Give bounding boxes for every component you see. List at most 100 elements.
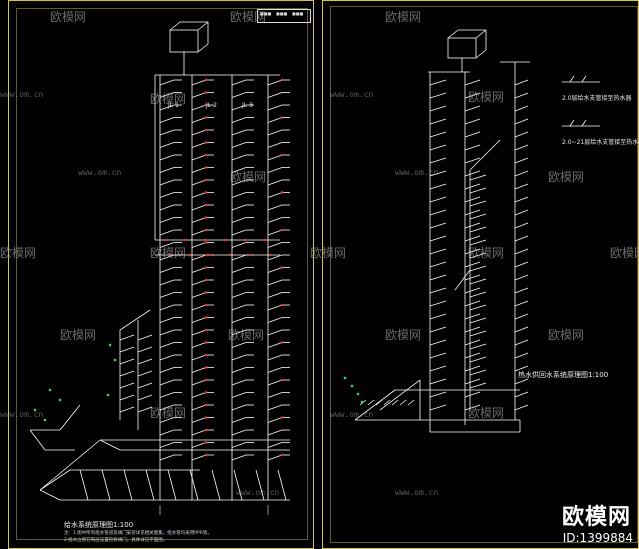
pipe-segment <box>267 167 283 173</box>
pipe-segment <box>429 404 447 411</box>
pipe-segment <box>191 279 207 286</box>
pipe-segment <box>159 179 175 186</box>
pipe-segment <box>514 92 529 99</box>
pipe-segment <box>429 222 447 229</box>
pipe-segment <box>399 399 407 406</box>
pipe-segment <box>469 330 487 337</box>
pipe-segment <box>267 392 283 398</box>
valve-mark <box>204 128 208 132</box>
pipe-segment <box>267 379 283 386</box>
pipe-segment <box>123 469 133 501</box>
pipe-segment <box>267 442 283 448</box>
pipe-segment <box>267 129 283 136</box>
pipe-segment <box>119 309 151 331</box>
pipe-segment <box>514 196 529 203</box>
watermark-brand: 欧模网 <box>385 328 422 342</box>
pipe-segment <box>267 292 283 298</box>
pipe-segment <box>464 79 481 86</box>
pipe-segment <box>514 378 529 385</box>
pipe-segment <box>514 222 529 229</box>
pipe-segment <box>191 304 207 311</box>
watermark-brand: 欧模网 <box>50 10 87 24</box>
left-sheet-inner-border <box>16 8 308 540</box>
pipe-segment <box>464 352 481 359</box>
pipe-segment <box>159 279 175 286</box>
pipe-segment <box>375 399 383 406</box>
pipe-segment <box>469 139 501 171</box>
pipe-segment <box>464 391 481 398</box>
pipe-segment <box>429 209 447 216</box>
pipe-segment <box>469 356 487 363</box>
pipe-segment <box>159 117 175 123</box>
tank-outline <box>447 37 477 59</box>
pipe-segment <box>231 217 247 223</box>
pipe-segment <box>475 29 487 39</box>
pipe-segment <box>267 304 283 311</box>
pipe-segment <box>119 334 135 341</box>
valve-mark <box>204 353 208 357</box>
pipe-segment <box>429 170 447 177</box>
watermark-brand: 欧模网 <box>468 90 505 104</box>
valve-mark <box>168 253 172 257</box>
pipe-segment <box>231 454 247 461</box>
pipe-segment <box>267 254 283 261</box>
pipe-segment <box>231 204 247 211</box>
pipe-segment <box>514 339 529 346</box>
pipe-segment <box>167 469 177 501</box>
pipe-segment <box>367 399 375 406</box>
pipe-segment <box>191 392 207 398</box>
valve-mark <box>248 253 252 257</box>
riser-label-1: JL-1 <box>168 102 179 109</box>
pipe-segment <box>159 242 175 248</box>
pipe-segment <box>464 144 481 151</box>
pipe-segment <box>231 142 247 148</box>
valve-mark <box>204 166 208 169</box>
pipe-segment <box>429 313 447 320</box>
pipe-segment <box>469 226 487 233</box>
pipe-segment <box>191 204 207 211</box>
pipe-segment <box>191 342 207 348</box>
left-drawing-caption: 给水系统原理图1:100 <box>64 521 134 529</box>
pipe-segment <box>267 367 283 373</box>
valve-mark <box>243 238 247 242</box>
pipe-segment <box>39 439 101 491</box>
pipe-segment <box>197 43 209 53</box>
watermark-brand: 欧模网 <box>230 10 267 24</box>
watermark-brand: 欧模网 <box>150 92 187 106</box>
fixture-mark <box>58 398 62 402</box>
pipe-segment <box>464 183 481 190</box>
pipe-segment <box>197 21 209 31</box>
pipe-segment <box>429 235 447 242</box>
pipe-segment <box>79 469 89 501</box>
valve-mark <box>204 291 208 294</box>
pipe-segment <box>159 304 175 311</box>
pipe-segment <box>277 469 287 501</box>
pipe-segment <box>191 367 207 373</box>
watermark-brand: 欧模网 <box>468 406 505 420</box>
pipe-segment <box>514 248 529 255</box>
valve-mark <box>204 153 208 157</box>
pipe-segment <box>469 278 487 285</box>
pipe-segment <box>211 469 221 501</box>
pipe-segment <box>464 170 481 177</box>
pipe-segment <box>514 313 529 320</box>
right-legend-item-2: 2.0~21层给水支管接至热水器 <box>562 139 639 146</box>
watermark-url: www.om.cn <box>236 488 280 497</box>
pipe-segment <box>354 389 396 421</box>
pipe-segment <box>267 242 283 248</box>
valve-mark <box>204 91 208 94</box>
pipe-segment <box>429 79 447 86</box>
pipe-segment <box>267 154 283 161</box>
watermark-url: www.om.cn <box>0 410 44 419</box>
pipe-segment <box>514 326 529 333</box>
pipe-segment <box>267 79 283 86</box>
pipe-segment <box>159 292 175 298</box>
watermark-url: www.om.cn <box>78 168 122 177</box>
pipe-segment <box>159 254 175 261</box>
pipe-segment <box>191 292 207 298</box>
right-legend-item-1: 2.0层给水支管接至热水器 <box>562 95 632 102</box>
pipe-segment <box>191 167 207 173</box>
pipe-segment <box>191 329 207 336</box>
valve-mark <box>280 266 284 269</box>
